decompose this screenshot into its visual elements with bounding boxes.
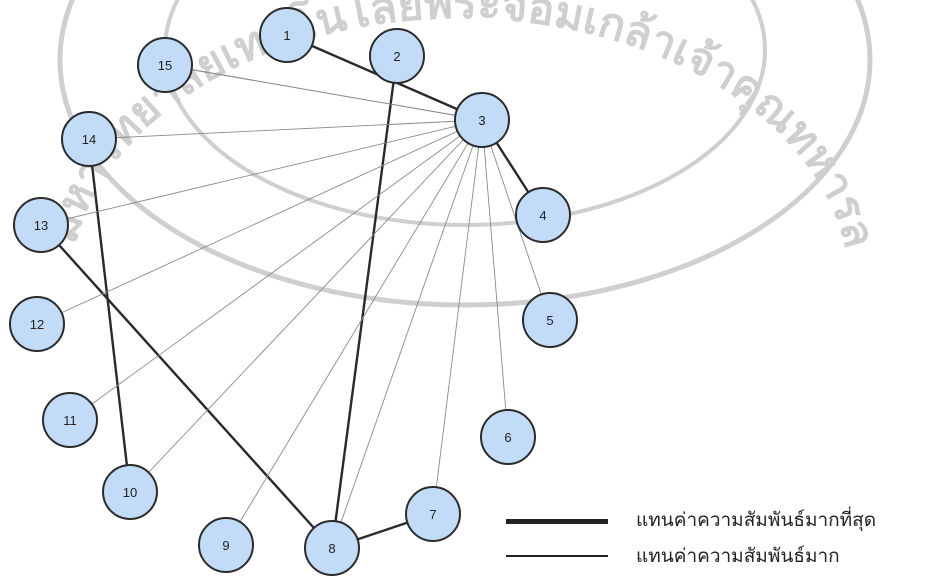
node-circle xyxy=(522,292,578,348)
edge-15-3 xyxy=(164,64,483,121)
node-13: 13 xyxy=(13,197,69,253)
node-circle xyxy=(42,392,98,448)
legend-strong-label: แทนค่าความสัมพันธ์มาก xyxy=(636,545,840,567)
legend-strongest-label: แทนค่าความสัมพันธ์มากที่สุด xyxy=(636,509,877,531)
edge-3-6 xyxy=(481,119,509,438)
node-circle xyxy=(369,28,425,84)
edge-3-9 xyxy=(225,119,483,546)
node-label: 13 xyxy=(34,218,48,233)
node-label: 4 xyxy=(539,208,546,223)
node-12: 12 xyxy=(9,296,65,352)
node-label: 7 xyxy=(429,507,436,522)
edge-2-8 xyxy=(330,55,399,549)
legend-strong: แทนค่าความสัมพันธ์มาก xyxy=(500,541,920,571)
node-4: 4 xyxy=(515,187,571,243)
node-6: 6 xyxy=(480,409,536,465)
node-circle xyxy=(480,409,536,465)
edge-3-7 xyxy=(432,119,483,515)
node-label: 9 xyxy=(222,538,229,553)
node-label: 1 xyxy=(283,28,290,43)
node-circle xyxy=(405,486,461,542)
node-label: 2 xyxy=(393,49,400,64)
node-8: 8 xyxy=(304,520,360,576)
edge-13-8 xyxy=(40,224,333,549)
node-7: 7 xyxy=(405,486,461,542)
node-2: 2 xyxy=(369,28,425,84)
edge-3-12 xyxy=(36,119,483,325)
seal-lettering: มหาวิทยาลัยเทคโนโลยีพระจอมเกล้าเจ้าคุณทห… xyxy=(0,0,885,253)
node-circle xyxy=(9,296,65,352)
node-label: 5 xyxy=(546,313,553,328)
node-14: 14 xyxy=(61,111,117,167)
node-5: 5 xyxy=(522,292,578,348)
node-circle xyxy=(61,111,117,167)
legend-strong-line xyxy=(506,555,608,557)
node-9: 9 xyxy=(198,517,254,573)
node-circle xyxy=(515,187,571,243)
node-label: 6 xyxy=(504,430,511,445)
node-circle xyxy=(454,92,510,148)
node-11: 11 xyxy=(42,392,98,448)
node-label: 11 xyxy=(63,413,77,428)
seal-outer-ring xyxy=(57,0,873,308)
node-circle xyxy=(13,197,69,253)
edge-14-10 xyxy=(87,138,132,493)
edge-3-8 xyxy=(331,119,483,549)
edge-3-11 xyxy=(69,119,483,421)
legend-strongest-line xyxy=(506,519,608,524)
node-circle xyxy=(304,520,360,576)
node-10: 10 xyxy=(102,464,158,520)
node-label: 12 xyxy=(30,317,44,332)
university-seal-watermark: มหาวิทยาลัยเทคโนโลยีพระจอมเกล้าเจ้าคุณทห… xyxy=(0,0,885,308)
node-label: 3 xyxy=(478,113,485,128)
node-circle xyxy=(259,7,315,63)
node-label: 8 xyxy=(328,541,335,556)
node-circle xyxy=(198,517,254,573)
legend-strongest: แทนค่าความสัมพันธ์มากที่สุด xyxy=(500,505,920,535)
node-circle xyxy=(137,37,193,93)
edge-3-13 xyxy=(40,119,483,226)
node-label: 10 xyxy=(123,485,137,500)
node-label: 15 xyxy=(158,58,172,73)
edge-3-14 xyxy=(88,119,483,140)
node-15: 15 xyxy=(137,37,193,93)
node-circle xyxy=(102,464,158,520)
node-3: 3 xyxy=(454,92,510,148)
node-label: 14 xyxy=(82,132,96,147)
node-1: 1 xyxy=(259,7,315,63)
edge-3-10 xyxy=(129,119,483,493)
